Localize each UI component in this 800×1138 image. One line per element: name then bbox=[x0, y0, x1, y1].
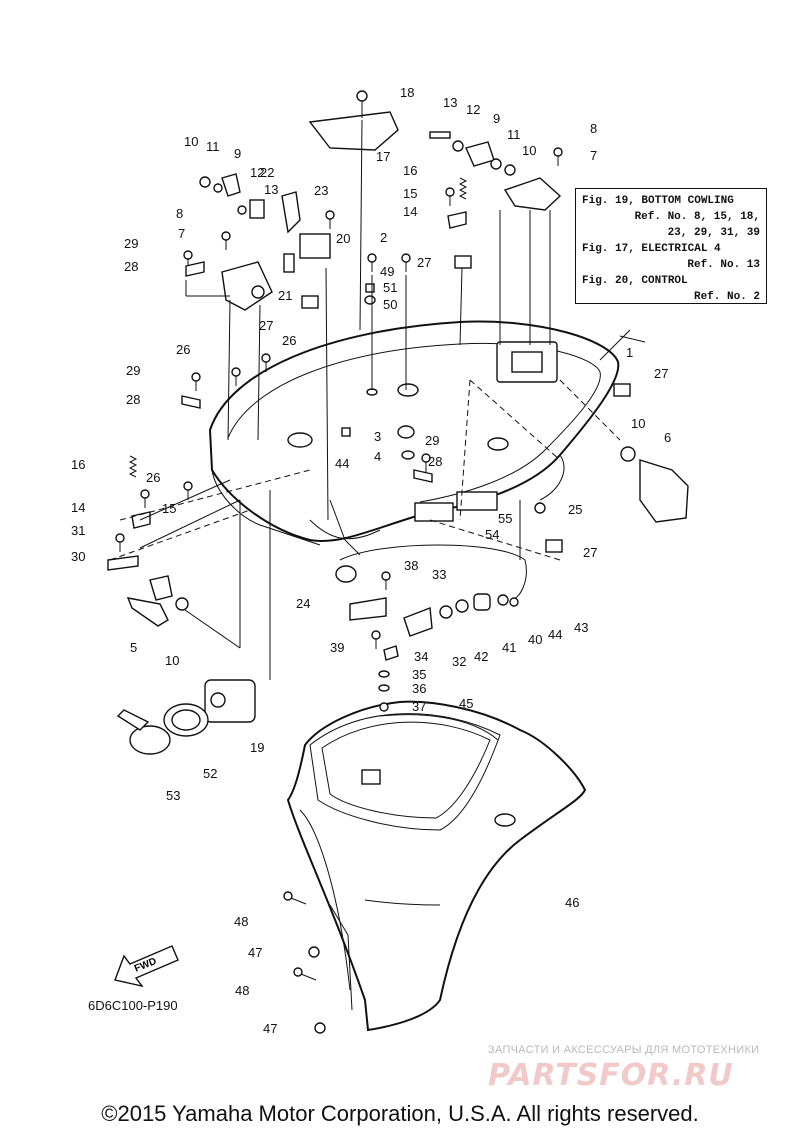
callout: 33 bbox=[432, 567, 446, 582]
callout: 4 bbox=[374, 449, 381, 464]
callout: 39 bbox=[330, 640, 344, 655]
callout: 3 bbox=[374, 429, 381, 444]
callout: 12 bbox=[466, 102, 480, 117]
lower-cowling-shell bbox=[286, 700, 587, 1032]
callout: 27 bbox=[259, 318, 273, 333]
callout: 43 bbox=[574, 620, 588, 635]
callout: 5 bbox=[130, 640, 137, 655]
callout: 36 bbox=[412, 681, 426, 696]
callout: 20 bbox=[336, 231, 350, 246]
callout: 48 bbox=[234, 914, 248, 929]
callout-labels: 1 2 3 4 5 6 7 7 8 8 9 9 10 10 10 10 11 1… bbox=[71, 85, 671, 1036]
callout: 46 bbox=[565, 895, 579, 910]
callout: 38 bbox=[404, 558, 418, 573]
callout: 9 bbox=[234, 146, 241, 161]
ref-line: Ref. No. 8, 15, 18, bbox=[634, 211, 760, 223]
callout: 27 bbox=[583, 545, 597, 560]
callout: 45 bbox=[459, 696, 473, 711]
ref-line: Fig. 17, ELECTRICAL 4 bbox=[582, 243, 721, 255]
callout: 47 bbox=[263, 1021, 277, 1036]
copyright-notice: ©2015 Yamaha Motor Corporation, U.S.A. A… bbox=[101, 1101, 699, 1126]
callout: 49 bbox=[380, 264, 394, 279]
callout: 55 bbox=[498, 511, 512, 526]
callout: 17 bbox=[376, 149, 390, 164]
callout: 54 bbox=[485, 527, 499, 542]
callout: 27 bbox=[654, 366, 668, 381]
callout: 29 bbox=[425, 433, 439, 448]
callout: 42 bbox=[474, 649, 488, 664]
callout: 13 bbox=[443, 95, 457, 110]
callout: 8 bbox=[176, 206, 183, 221]
ref-line: Ref. No. 13 bbox=[687, 259, 760, 271]
callout: 6 bbox=[664, 430, 671, 445]
callout: 10 bbox=[522, 143, 536, 158]
callout: 10 bbox=[184, 134, 198, 149]
callout: 28 bbox=[428, 454, 442, 469]
callout: 30 bbox=[71, 549, 85, 564]
callout: 35 bbox=[412, 667, 426, 682]
ref-line: Fig. 19, BOTTOM COWLING bbox=[582, 195, 734, 207]
callout: 41 bbox=[502, 640, 516, 655]
leader-lines bbox=[109, 119, 646, 680]
callout: 26 bbox=[146, 470, 160, 485]
callout: 50 bbox=[383, 297, 397, 312]
callout: 15 bbox=[162, 501, 176, 516]
callout: 31 bbox=[71, 523, 85, 538]
callout: 22 bbox=[260, 165, 274, 180]
ref-line: Ref. No. 2 bbox=[693, 291, 760, 303]
callout: 10 bbox=[631, 416, 645, 431]
callout: 7 bbox=[590, 148, 597, 163]
forward-arrow-icon: FWD bbox=[114, 945, 179, 988]
callout: 26 bbox=[282, 333, 296, 348]
callout: 28 bbox=[124, 259, 138, 274]
reference-box: Fig. 19, BOTTOM COWLING Ref. No. 8, 15, … bbox=[575, 188, 767, 304]
callout: 14 bbox=[71, 500, 85, 515]
callout: 12 bbox=[250, 165, 264, 180]
callout: 26 bbox=[176, 342, 190, 357]
callout: 15 bbox=[403, 186, 417, 201]
callout: 25 bbox=[568, 502, 582, 517]
callout: 11 bbox=[507, 127, 521, 142]
callout: 44 bbox=[548, 627, 562, 642]
callout: 10 bbox=[165, 653, 179, 668]
watermark-logo: PARTSFOR.RU bbox=[488, 1058, 734, 1093]
callout: 27 bbox=[417, 255, 431, 270]
callout: 28 bbox=[126, 392, 140, 407]
ref-line: Fig. 20, CONTROL bbox=[582, 275, 688, 287]
callout: 52 bbox=[203, 766, 217, 781]
callout: 21 bbox=[278, 288, 292, 303]
callout: 23 bbox=[314, 183, 328, 198]
callout: 53 bbox=[166, 788, 180, 803]
callout: 16 bbox=[71, 457, 85, 472]
callout: 48 bbox=[235, 983, 249, 998]
watermark-tagline: ЗАПЧАСТИ И АКСЕССУАРЫ ДЛЯ МОТОТЕХНИКИ bbox=[488, 1044, 760, 1056]
callout: 44 bbox=[335, 456, 349, 471]
callout: 32 bbox=[452, 654, 466, 669]
callout: 29 bbox=[126, 363, 140, 378]
callout: 51 bbox=[383, 280, 397, 295]
callout: 47 bbox=[248, 945, 262, 960]
callout: 24 bbox=[296, 596, 310, 611]
callout: 9 bbox=[493, 111, 500, 126]
diagram-code: 6D6C100-P190 bbox=[88, 998, 178, 1013]
callout: 19 bbox=[250, 740, 264, 755]
callout: 14 bbox=[403, 204, 417, 219]
callout: 16 bbox=[403, 163, 417, 178]
ref-line: 23, 29, 31, 39 bbox=[667, 227, 760, 239]
callout: 8 bbox=[590, 121, 597, 136]
callout: 29 bbox=[124, 236, 138, 251]
callout: 40 bbox=[528, 632, 542, 647]
callout: 7 bbox=[178, 226, 185, 241]
callout: 13 bbox=[264, 182, 278, 197]
callout: 2 bbox=[380, 230, 387, 245]
small-hardware bbox=[107, 90, 689, 1034]
bottom-cowling-tray bbox=[208, 320, 620, 556]
callout: 37 bbox=[412, 699, 426, 714]
callout: 18 bbox=[400, 85, 414, 100]
callout: 34 bbox=[414, 649, 428, 664]
callout: 1 bbox=[626, 345, 633, 360]
callout: 11 bbox=[206, 139, 220, 154]
